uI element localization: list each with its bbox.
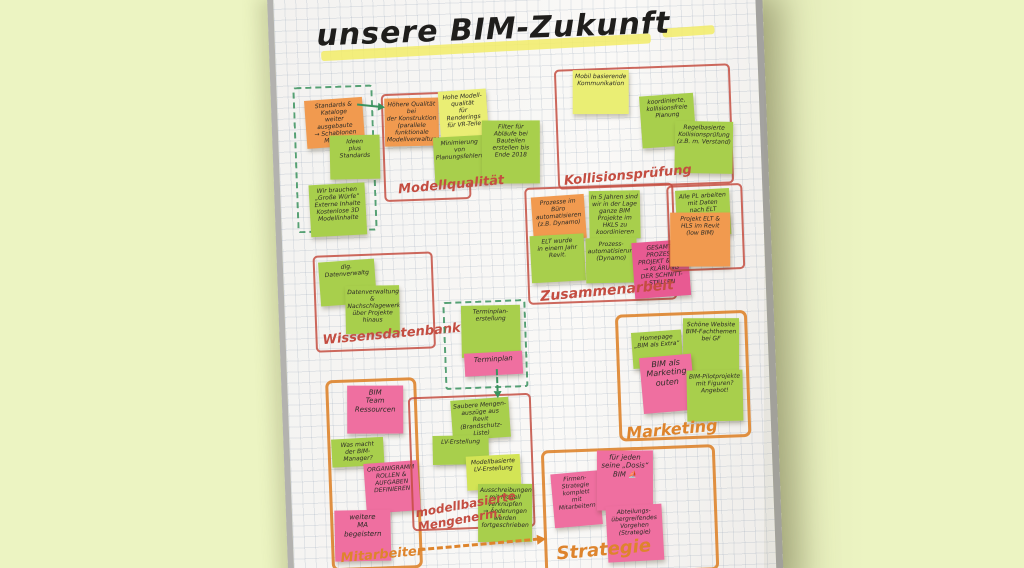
arrowhead-icon xyxy=(377,102,386,112)
sticky-note: Projekt ELT & HLS im Revit (low BIM) xyxy=(670,212,731,267)
group-modellqualitaet: Höhere Qualität bei der Konstruktion (pa… xyxy=(380,88,540,203)
group-strategie: Firmen- Strategie komplett mit Mitarbeit… xyxy=(540,444,720,568)
arrowhead-icon xyxy=(536,533,547,545)
sticky-note: BIM Team Ressourcen xyxy=(347,385,404,434)
group-marketing: Homepage „BIM als Extra“ Schöne Website … xyxy=(614,309,752,443)
group-terminplan: Terminplan- erstellung Terminplan xyxy=(442,299,529,390)
arrowhead-icon xyxy=(493,390,502,399)
flipchart-board: unsere BIM-Zukunft Standards & Kataloge … xyxy=(266,0,785,568)
group-label-modellqualitaet: Modellqualität xyxy=(397,172,505,198)
group-elt-revit: Alle PL arbeiten mit Daten nach ELT Proj… xyxy=(666,182,746,272)
sticky-note: Terminplan- erstellung xyxy=(460,304,521,358)
group-standards: Standards & Kataloge weiter ausgebaute →… xyxy=(292,84,381,238)
group-wissensdatenbank: dig. Datenverwaltg Datenverwaltung & Nac… xyxy=(312,251,461,353)
sticky-note: BIM-Pilotprojekte mit Figuren? Angebot! xyxy=(686,369,744,422)
group-mengenermittlung: Saubere Mengen- auszüge aus Revit (Brand… xyxy=(407,392,536,542)
sticky-note: Mobil basierende Kommunikation xyxy=(572,70,629,115)
sticky-note: Prozess- automatisierung (Dynamo) xyxy=(585,237,638,284)
group-kollisionspruefung: Mobil basierende Kommunikation koordinie… xyxy=(553,63,735,190)
group-label-marketing: Marketing xyxy=(625,415,719,443)
sticky-note: ELT wurde in einem Jahr Revit. xyxy=(529,233,586,284)
group-zusammenarbeit: Prozesse im Büro automatisieren (z.B. Dy… xyxy=(524,182,692,305)
sticky-note: Wir brauchen „Große Würfe“ Externe Inhal… xyxy=(308,182,368,238)
sticky-note: Höhere Qualität bei der Konstruktion (pa… xyxy=(384,97,440,147)
sticky-note: In 5 Jahren sind wir in der Lage ganze B… xyxy=(588,190,641,240)
sticky-note: Firmen- Strategie komplett mit Mitarbeit… xyxy=(550,470,603,529)
sticky-note: Terminplan xyxy=(464,350,524,377)
sticky-note: für jeden seine „Dosis“ BIM ⛵ xyxy=(596,450,654,511)
sticky-note: Ideen plus Standards xyxy=(329,134,381,180)
board-title: unsere BIM-Zukunft xyxy=(315,5,671,54)
